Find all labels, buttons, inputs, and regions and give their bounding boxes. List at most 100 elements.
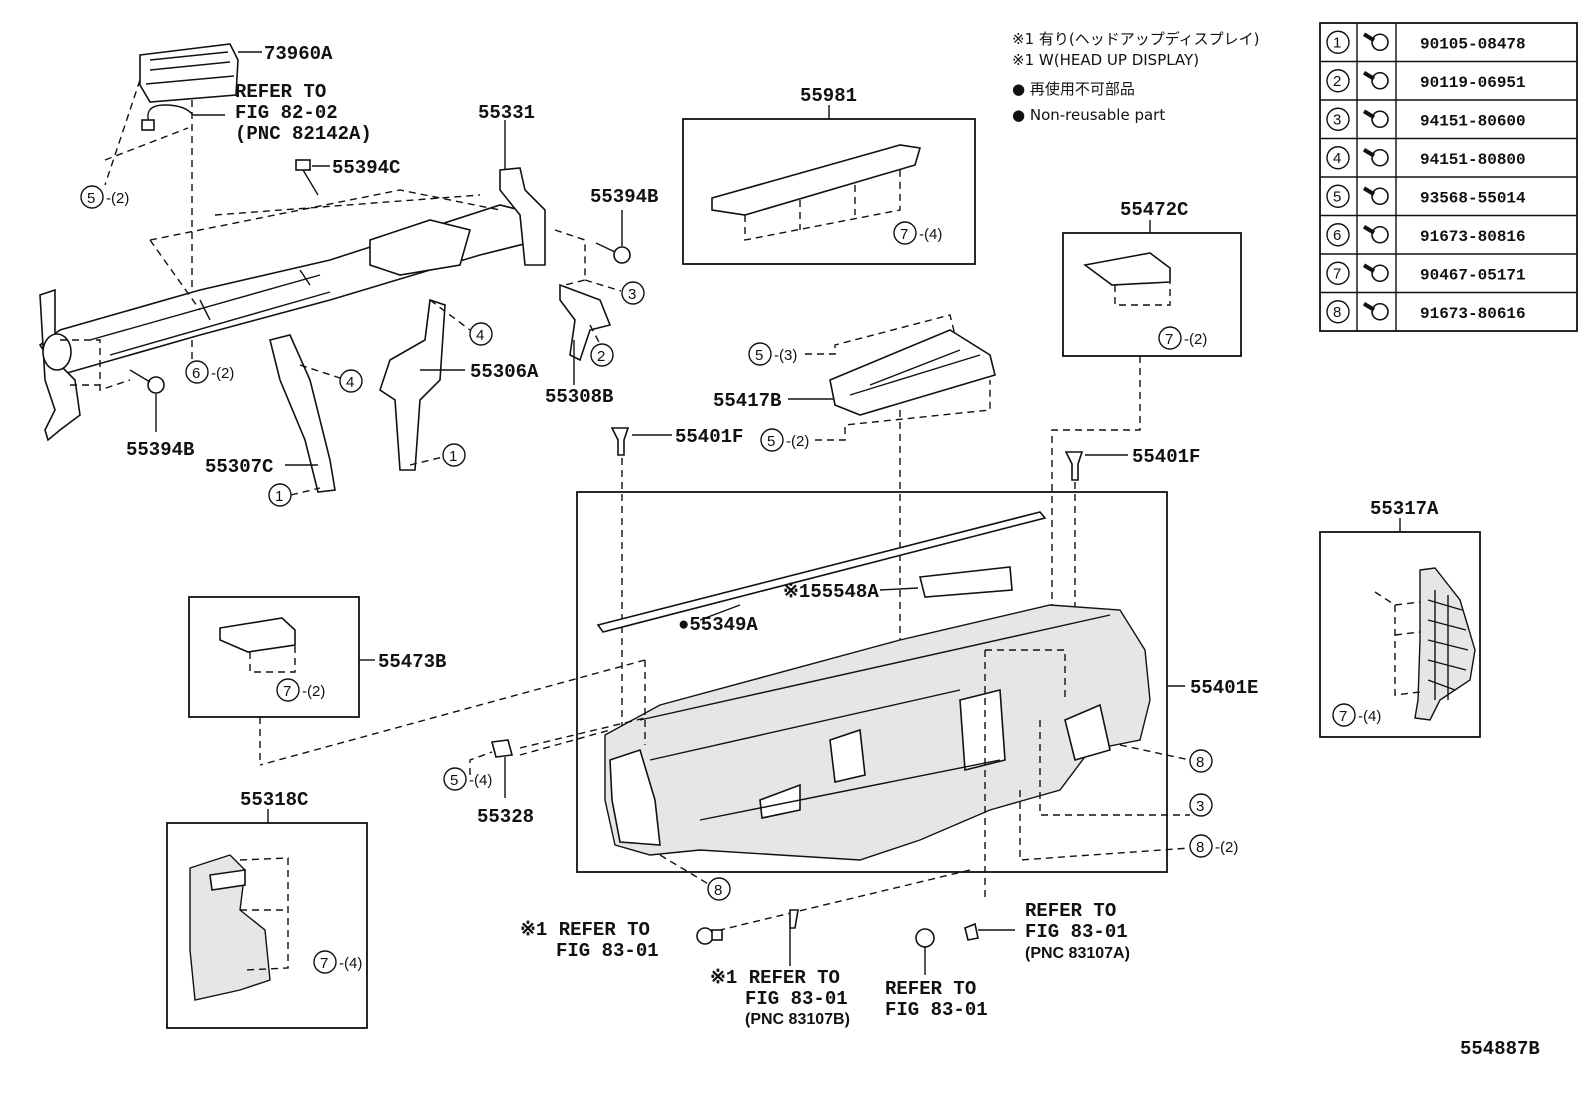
panel-left-end	[609, 748, 661, 846]
molding-55349A-shape	[596, 511, 1047, 633]
fastener-icon-3	[789, 909, 799, 929]
callout-5-duct-top: 5 -(3)	[748, 342, 797, 366]
panel-55317A-dash	[1374, 591, 1421, 696]
panel-detail-lines	[639, 614, 1111, 821]
svg-text:8: 8	[714, 882, 722, 899]
callout-qty: -(2)	[211, 365, 234, 382]
fastener-part-number: 94151-80600	[1420, 112, 1526, 130]
label-55473B: 55473B	[378, 651, 446, 673]
cover-55472C-group: 55472C	[1051, 199, 1242, 610]
fastener-part-number: 94151-80800	[1420, 151, 1526, 169]
label-55307C: 55307C	[205, 456, 273, 478]
panel-dash-to-8c	[659, 854, 711, 886]
ref-b-line2: FIG 83-01	[745, 988, 848, 1010]
note-line-1: ※1 有り(ヘッドアップディスプレイ)	[1012, 30, 1260, 48]
label-55331: 55331	[478, 102, 535, 124]
svg-text:7: 7	[900, 226, 908, 243]
cover-55472C-shape	[1083, 252, 1171, 286]
callout-6: 6 -(2)	[185, 360, 234, 384]
callout-8-c: 8	[707, 877, 731, 901]
instrument-panel-shape	[604, 604, 1151, 861]
hud-unit-detail	[145, 51, 235, 85]
panel-55317A-grille	[1427, 590, 1469, 700]
panel-dash-lines-a	[984, 649, 1066, 900]
bolt-shank-icon	[302, 169, 319, 196]
reference-bottom-group: ※1 REFER TO FIG 83-01 ※1 REFER TO FIG 83…	[520, 900, 1540, 1060]
callout-5-top: 5 -(2)	[80, 185, 129, 209]
panel-dash-to-8b	[1019, 790, 1191, 861]
svg-text:8: 8	[1196, 839, 1204, 856]
fastener-number-circle	[1326, 30, 1350, 54]
label-55394B-bottom: 55394B	[126, 439, 194, 461]
panel-dash-to-8a	[1119, 744, 1191, 761]
clip-icon	[610, 427, 630, 456]
cover-55473B-group: 55473B	[188, 596, 446, 765]
bolt-head-icon	[295, 159, 311, 171]
bolt-shank-icon	[129, 369, 151, 383]
refer-text-1c: (PNC 82142A)	[235, 123, 372, 145]
svg-text:1: 1	[275, 488, 283, 505]
ref-b-line3: (PNC 83107B)	[745, 1011, 850, 1028]
fastener-number-circle	[1326, 261, 1350, 285]
bolt-55394C: 55394C	[295, 157, 400, 196]
fastener-number: 8	[1333, 304, 1341, 321]
reinforcement-detail-lines	[89, 269, 331, 356]
callout-qty: -(4)	[469, 772, 492, 789]
fastener-icon-2	[711, 929, 723, 941]
fastener-icon-5	[964, 922, 979, 941]
bolt-head-icon	[613, 246, 631, 264]
label-55548A: ※155548A	[783, 581, 879, 603]
panel-55317A-group: 55317A	[1319, 498, 1481, 738]
refer-text-1b: FIG 82-02	[235, 102, 338, 124]
cover-55472C-dash	[1114, 283, 1171, 306]
fastener-part-number: 90467-05171	[1420, 266, 1526, 284]
callout-7-55472C: 7 -(2)	[1158, 326, 1207, 350]
label-55317A: 55317A	[1370, 498, 1439, 520]
ref-b-line1: ※1 REFER TO	[710, 967, 840, 989]
panel-dash-to-55328	[519, 717, 646, 756]
fastener-number-circle	[1326, 184, 1350, 208]
callout-qty: -(4)	[1358, 708, 1381, 725]
ref-a-line1: ※1 REFER TO	[520, 919, 650, 941]
panel-55318C-vent	[209, 869, 246, 891]
fastener-part-number: 90119-06951	[1420, 74, 1526, 92]
callout-1-a: 1	[409, 443, 466, 467]
panel-55981-shape	[711, 144, 922, 216]
fastener-part-number: 91673-80616	[1420, 305, 1526, 323]
svg-text:2: 2	[597, 348, 605, 365]
callout-8-a: 8	[1189, 749, 1213, 773]
bolt-shank-icon	[595, 242, 616, 253]
label-55981: 55981	[800, 85, 857, 107]
ref-c-line2: FIG 83-01	[885, 999, 988, 1021]
fastener-number-circle	[1326, 223, 1350, 247]
fastener-number-circle	[1326, 69, 1350, 93]
callout-4-b: 4	[299, 364, 363, 393]
fastener-icon-4	[915, 928, 935, 948]
clip-55401F-left: 55401F	[610, 426, 743, 745]
fastener-icon	[1362, 109, 1389, 129]
clip-55328-group: 55328	[469, 739, 534, 828]
fastener-number: 7	[1333, 265, 1341, 282]
callout-2: 2	[589, 324, 614, 367]
callout-qty: -(2)	[302, 683, 325, 700]
fastener-icon	[1362, 71, 1389, 90]
reinforcement-dash-lines	[149, 189, 586, 311]
callout-qty: -(4)	[339, 955, 362, 972]
label-55306A: 55306A	[470, 361, 539, 383]
label-55401E: 55401E	[1190, 677, 1258, 699]
fastener-number: 3	[1333, 111, 1341, 128]
note-line-4: ● Non-reusable part	[1012, 106, 1165, 124]
label-55349A: ●55349A	[678, 614, 758, 636]
cover-55473B-dash	[249, 645, 296, 673]
instrument-reinforcement-group	[38, 167, 612, 493]
hud-cover-leader	[879, 587, 919, 591]
panel-55981-group: 55981	[682, 85, 976, 265]
bracket-55331-shape	[499, 167, 546, 266]
svg-text:5: 5	[767, 433, 775, 450]
callout-3-panel: 3	[1189, 793, 1213, 817]
duct-55417B-shape	[829, 329, 996, 416]
fastener-number: 4	[1333, 150, 1341, 167]
panel-opening-4	[1064, 703, 1111, 761]
